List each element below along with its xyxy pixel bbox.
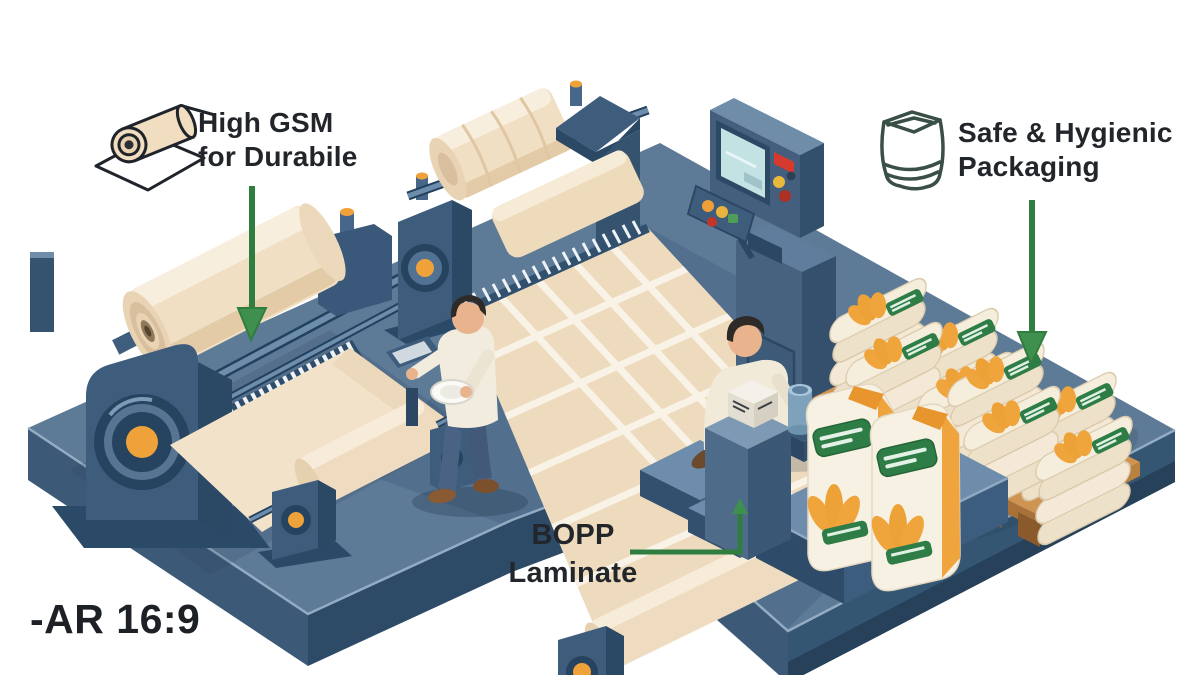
front-roller-left-stand (558, 626, 624, 675)
callout-high-gsm: High GSM for Durabile (198, 106, 358, 174)
inspection-pedestal (705, 407, 791, 560)
carton-box (728, 380, 778, 428)
callout-line: BOPP (531, 519, 615, 551)
callout-line: Laminate (508, 557, 638, 589)
press-drum (492, 150, 644, 258)
side-button-panel (686, 184, 756, 260)
packing-operator (691, 316, 812, 560)
shoe (473, 479, 499, 493)
main-stand-housing (86, 344, 232, 538)
callout-line: for Durabile (198, 141, 358, 172)
callout-safe-hygienic: Safe & Hygienic Packaging (958, 116, 1173, 184)
laminate-pouch (865, 403, 961, 592)
yellow-button (773, 176, 785, 188)
red-indicator (774, 152, 794, 174)
paper-unwinding-machine (52, 203, 478, 575)
callout-line: High GSM (198, 107, 334, 138)
left-plate (384, 172, 494, 344)
aspect-ratio-watermark: -AR 16:9 (30, 596, 201, 642)
laminate-connector (630, 498, 748, 555)
worker-hair (726, 316, 765, 342)
packaging-arrow (1016, 200, 1048, 367)
worker-hair (450, 295, 487, 318)
callout-bopp-laminate: BOPP Laminate (508, 516, 638, 592)
pouch-outline-icon (880, 110, 945, 191)
shoe (428, 488, 456, 504)
red-button (779, 190, 791, 202)
worker-head (452, 302, 484, 334)
operator-with-terminal (386, 295, 528, 517)
callout-line: Packaging (958, 151, 1100, 182)
hub-orange-cap (126, 426, 158, 458)
callout-line: Safe & Hygienic (958, 117, 1173, 148)
terminal-stand (386, 336, 440, 426)
gsm-arrow (236, 186, 268, 343)
worker-torso (437, 325, 498, 428)
paper-roll-icon (94, 103, 215, 192)
monitor-head (710, 98, 824, 238)
worker-head (728, 323, 762, 357)
takeup-roller-stand (258, 480, 352, 568)
top-segmented-roll (429, 88, 574, 201)
